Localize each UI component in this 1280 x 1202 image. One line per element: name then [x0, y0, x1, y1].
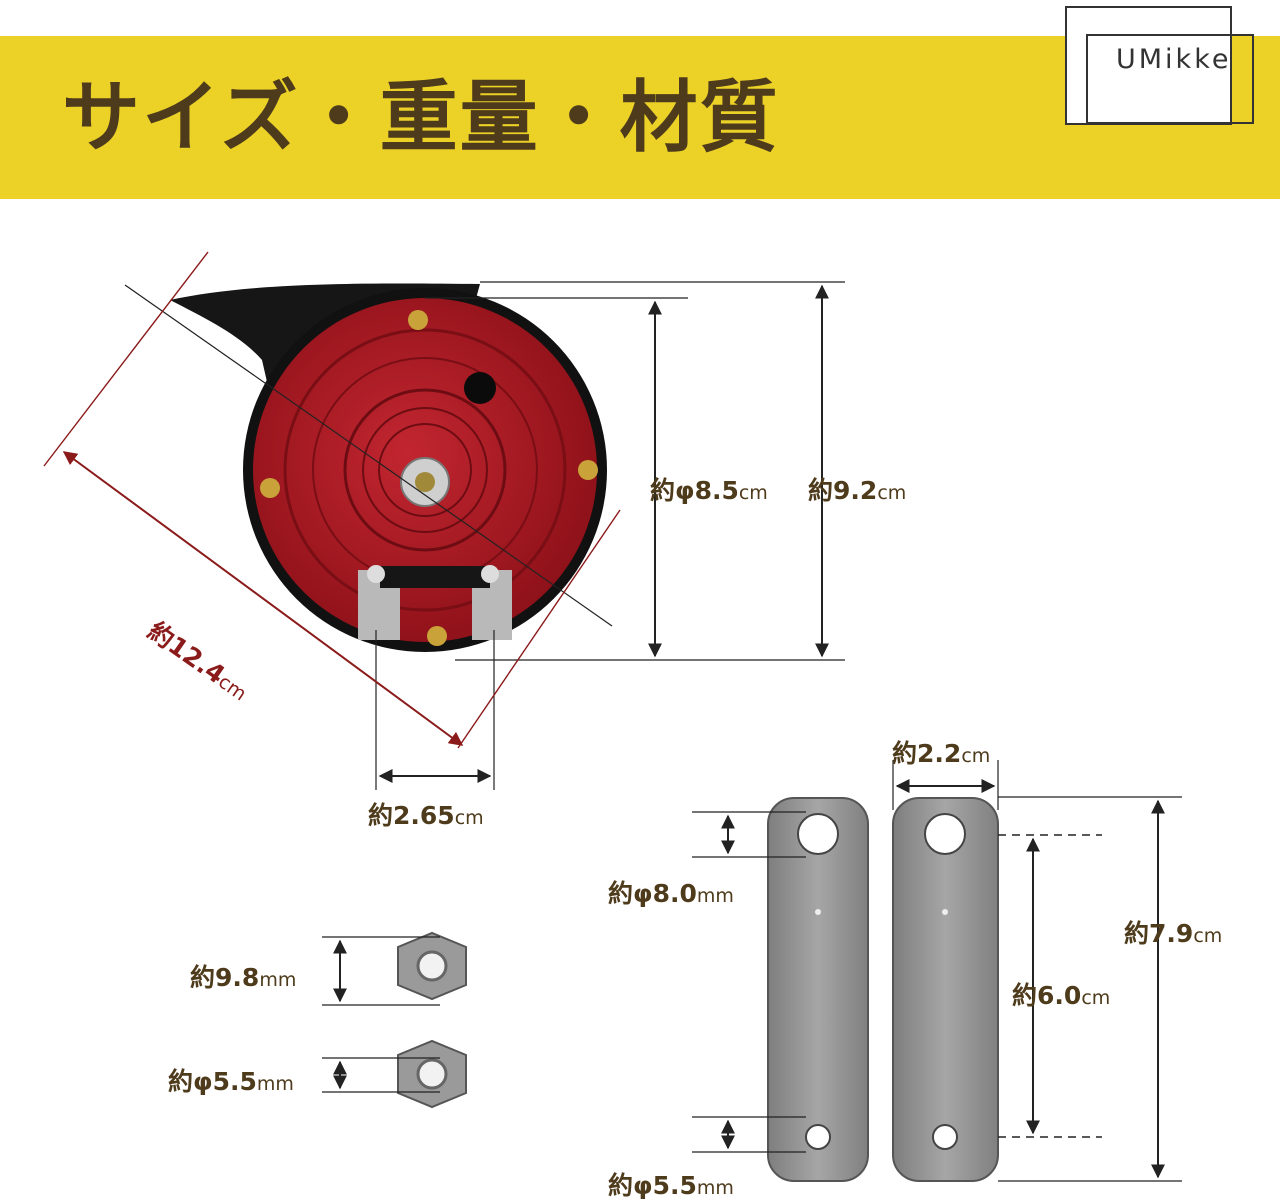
brand-logo-frame — [1065, 6, 1232, 125]
bracket-dimension-lines — [692, 760, 1182, 1182]
nut-hole-label: 約φ5.5mm — [168, 1062, 294, 1098]
horn-terminal-pitch-label: 約2.65cm — [368, 796, 484, 832]
horn-height-label: 約9.2cm — [808, 471, 906, 507]
nut-width-label: 約9.8mm — [190, 958, 296, 994]
brand-logo-inner-frame — [1086, 34, 1254, 124]
nut-hole-unit: mm — [256, 1073, 294, 1095]
nut-width-value: 9.8 — [215, 963, 260, 992]
nut-hole-value: 5.5 — [212, 1067, 257, 1096]
brackets-image — [767, 797, 999, 1182]
page-title: サイズ・重量・材質 — [62, 73, 780, 163]
horn-height-unit: cm — [877, 482, 907, 504]
nut-hole-prefix: 約φ — [168, 1067, 213, 1096]
bracket-small-hole-prefix: 約φ — [608, 1171, 653, 1200]
horn-height-value: 9.2 — [833, 476, 878, 505]
bracket-width-value: 2.2 — [917, 739, 962, 768]
bracket-width-prefix: 約 — [892, 739, 918, 768]
nut-dimension-lines — [322, 936, 440, 1093]
horn-terminal-pitch-prefix: 約 — [368, 801, 394, 830]
bracket-large-hole-value: 8.0 — [652, 879, 697, 908]
bracket-small-hole-value: 5.5 — [652, 1171, 697, 1200]
brand-logo-text: UMikke — [1116, 44, 1232, 75]
bracket-hole-spacing-label: 約6.0cm — [1012, 976, 1110, 1012]
bracket-length-prefix: 約 — [1124, 919, 1150, 948]
nut-width-prefix: 約 — [190, 963, 216, 992]
horn-terminal-pitch-unit: cm — [454, 807, 484, 829]
bracket-large-hole-prefix: 約φ — [608, 879, 653, 908]
horn-inner-diameter-prefix: 約φ — [650, 476, 695, 505]
horn-inner-diameter-label: 約φ8.5cm — [650, 471, 768, 507]
horn-image — [170, 283, 607, 652]
bracket-small-hole-label: 約φ5.5mm — [608, 1166, 734, 1202]
bracket-hole-spacing-value: 6.0 — [1037, 981, 1082, 1010]
bracket-width-unit: cm — [961, 745, 991, 767]
horn-inner-diameter-unit: cm — [738, 482, 768, 504]
horn-inner-diameter-value: 8.5 — [694, 476, 739, 505]
nuts-image — [397, 931, 467, 1109]
bracket-length-label: 約7.9cm — [1124, 914, 1222, 950]
bracket-hole-spacing-prefix: 約 — [1012, 981, 1038, 1010]
horn-dimension-lines — [43, 251, 845, 790]
bracket-large-hole-unit: mm — [696, 885, 734, 907]
nut-width-unit: mm — [259, 969, 297, 991]
bracket-length-unit: cm — [1193, 925, 1223, 947]
bracket-width-label: 約2.2cm — [892, 734, 990, 770]
bracket-small-hole-unit: mm — [696, 1177, 734, 1199]
horn-terminal-pitch-value: 2.65 — [393, 801, 455, 830]
bracket-large-hole-label: 約φ8.0mm — [608, 874, 734, 910]
bracket-hole-spacing-unit: cm — [1081, 987, 1111, 1009]
bracket-length-value: 7.9 — [1149, 919, 1194, 948]
horn-height-prefix: 約 — [808, 476, 834, 505]
